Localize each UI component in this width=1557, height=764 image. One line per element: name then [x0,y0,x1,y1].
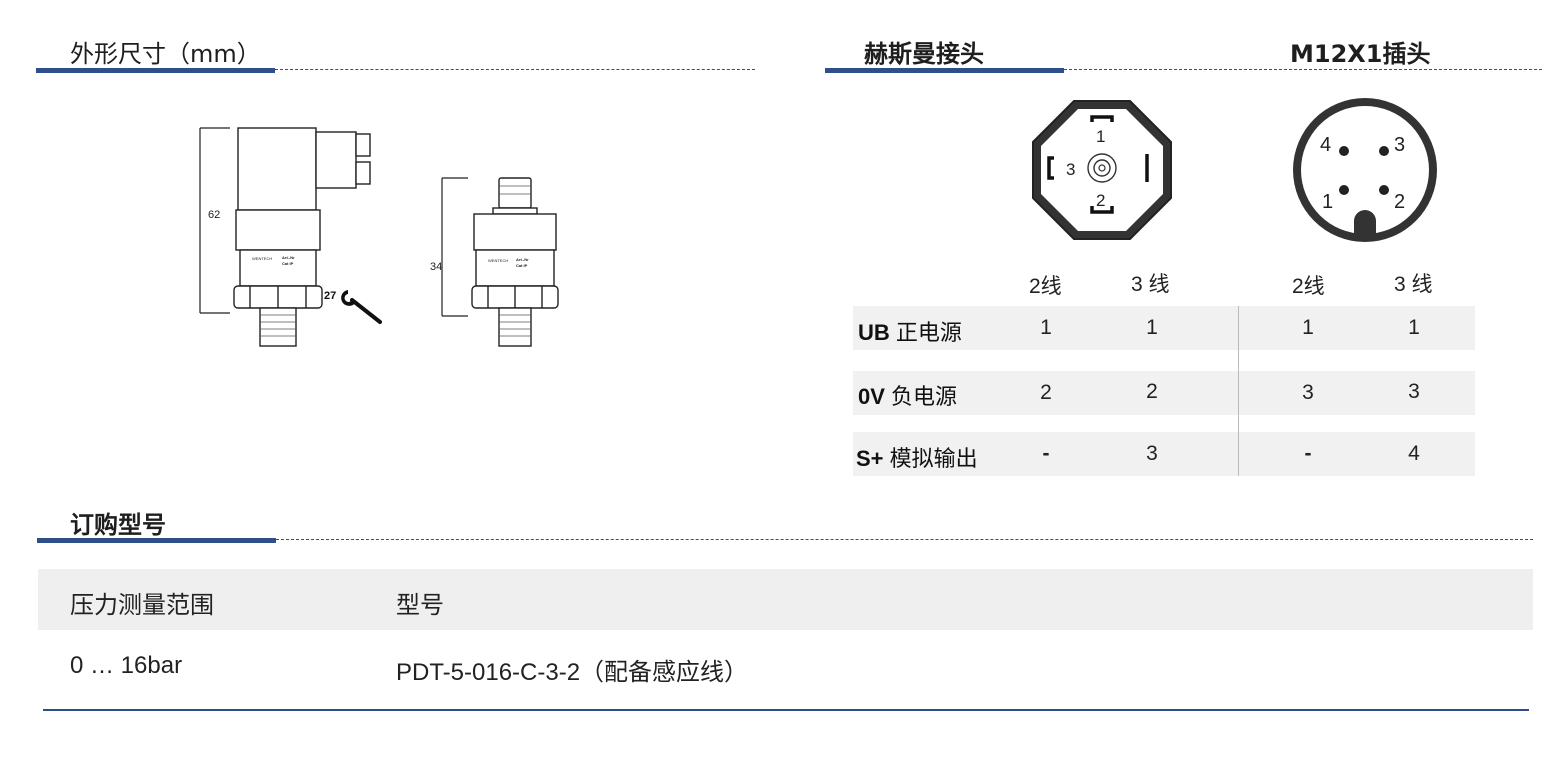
m12-pin-1: 1 [1322,191,1333,213]
sensor-dimension-drawing: 62 WENTECH Art.-Nr Cat IP 27 34 [199,127,559,347]
connectors-title-underline [825,68,1064,73]
m12-title: M12X1插头 [1290,40,1431,68]
order-table-header [38,569,1533,630]
pin-row-signal [853,432,1475,476]
dimensions-title-underline [36,68,275,73]
pin-value: 1 [1302,316,1314,339]
m12-pin-3: 3 [1394,134,1405,156]
pin-row-ub [853,306,1475,350]
pin-value: 3 [1302,381,1314,404]
hirschmann-title: 赫斯曼接头 [864,40,984,68]
pin-value: - [1042,442,1050,465]
hirschmann-pin-2: 2 [1096,191,1105,210]
cat-label-small: Cat IP [516,263,528,268]
pin-value: 2 [1040,381,1052,404]
dimensions-title: 外形尺寸（mm） [70,40,261,68]
pin-table-divider [1238,306,1239,476]
order-table-bottom-rule [43,709,1529,711]
wrench-size-label: 27 [324,290,336,302]
order-model-value: PDT-5-016-C-3-2（配备感应线） [396,659,749,686]
brand-label-large: WENTECH [252,256,272,261]
pin-header-m12-2wire: 2线 [1292,275,1325,298]
order-title: 订购型号 [70,511,166,539]
order-title-dash [276,539,1533,540]
pin-label-signal: S+ 模拟输出 [856,446,978,471]
pin-value: 3 [1408,380,1420,403]
height-small-label: 34 [430,261,442,273]
brand-label-small: WENTECH [488,258,508,263]
pin-value: 2 [1146,380,1158,403]
order-col-range: 压力测量范围 [70,592,214,619]
m12-pin-4: 4 [1320,134,1331,156]
pin-row-0v [853,371,1475,415]
m12-connector-diagram: 4 3 1 2 [1293,98,1437,242]
pin-label-ub: UB 正电源 [858,320,962,345]
order-range-value: 0 … 16bar [70,652,183,679]
order-title-underline [37,538,276,543]
pin-value: 3 [1146,442,1158,465]
pin-value: 4 [1408,442,1420,465]
hirschmann-pin-1: 1 [1096,127,1105,146]
pin-header-m12-3wire: 3 线 [1394,273,1433,296]
pin-value: 1 [1146,316,1158,339]
hirschmann-connector-diagram: 1 2 3 [1032,100,1172,240]
pin-header-hirschmann-3wire: 3 线 [1131,273,1170,296]
wrench-icon [341,290,382,324]
order-col-model: 型号 [396,592,444,619]
art-label-large: Art.-Nr [282,255,295,260]
hirschmann-pin-3: 3 [1066,160,1075,179]
connectors-title-dash [1064,69,1542,70]
cat-label-large: Cat IP [282,261,294,266]
pin-value: 1 [1408,316,1420,339]
m12-pin-2: 2 [1394,191,1405,213]
dimensions-title-dash [275,69,755,70]
height-large-label: 62 [208,209,220,221]
pin-header-hirschmann-2wire: 2线 [1029,275,1062,298]
pin-value: 1 [1040,316,1052,339]
pin-label-0v: 0V 负电源 [858,384,958,409]
pin-value: - [1304,442,1312,465]
art-label-small: Art.-Nr [516,257,529,262]
